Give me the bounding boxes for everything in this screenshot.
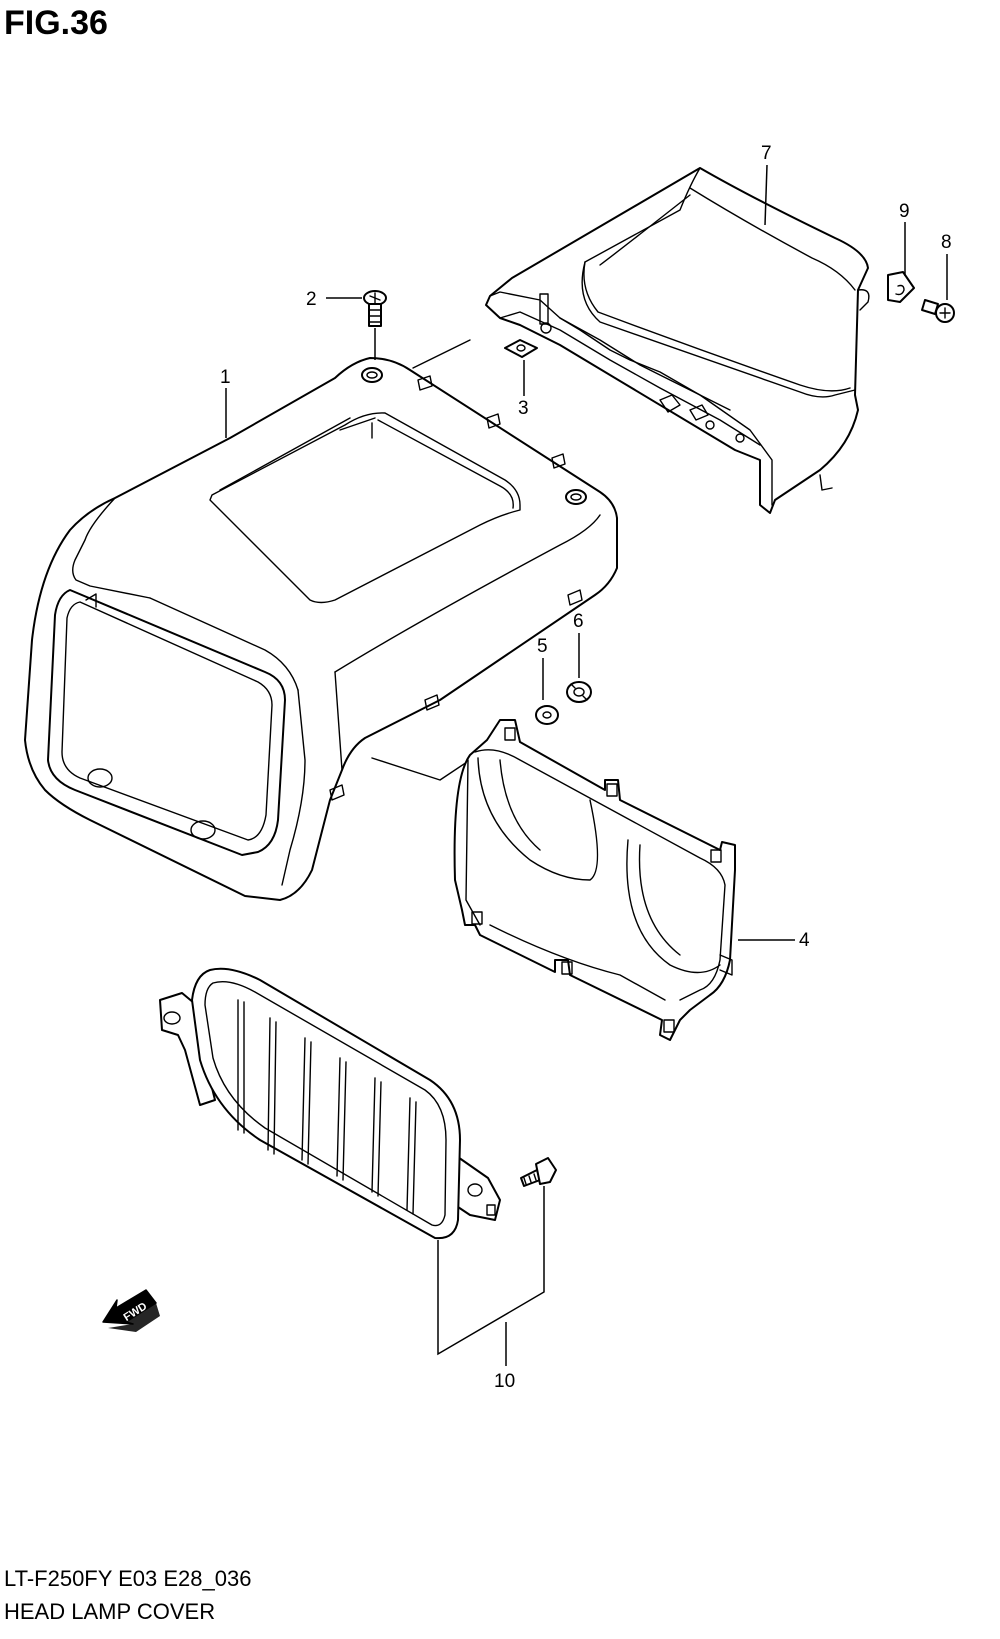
callout-1: 1	[220, 367, 231, 388]
figure-title: FIG.36	[4, 4, 108, 42]
callout-3: 3	[518, 398, 529, 419]
part-2-screw	[363, 290, 387, 327]
callout-7: 7	[761, 143, 772, 164]
part-10-bolt	[520, 1157, 557, 1187]
callout-4: 4	[799, 930, 810, 951]
part-8-screw	[921, 299, 955, 323]
alignment-line	[412, 339, 471, 369]
part-7-rear-cover	[485, 167, 870, 514]
leader-lines	[225, 164, 948, 1366]
part-10-grille-guard	[159, 967, 501, 1240]
model-code: LT-F250FY E03 E28_036	[4, 1566, 252, 1591]
fwd-arrow-icon: FWD	[102, 1289, 160, 1332]
diagram-name: HEAD LAMP COVER	[4, 1599, 216, 1624]
callout-6: 6	[573, 611, 584, 632]
part-9-clip	[887, 271, 915, 303]
callout-9: 9	[899, 201, 910, 222]
callout-8: 8	[941, 232, 952, 253]
alignment-line	[371, 757, 471, 781]
callout-10: 10	[494, 1371, 515, 1392]
part-1-head-lamp-cover	[24, 357, 618, 901]
part-3-clip-nut	[504, 339, 538, 358]
part-4-lamp-housing	[453, 719, 736, 1041]
part-5-washer	[535, 705, 559, 725]
callout-2: 2	[306, 289, 317, 310]
part-6-nut	[566, 681, 592, 703]
callout-5: 5	[537, 636, 548, 657]
